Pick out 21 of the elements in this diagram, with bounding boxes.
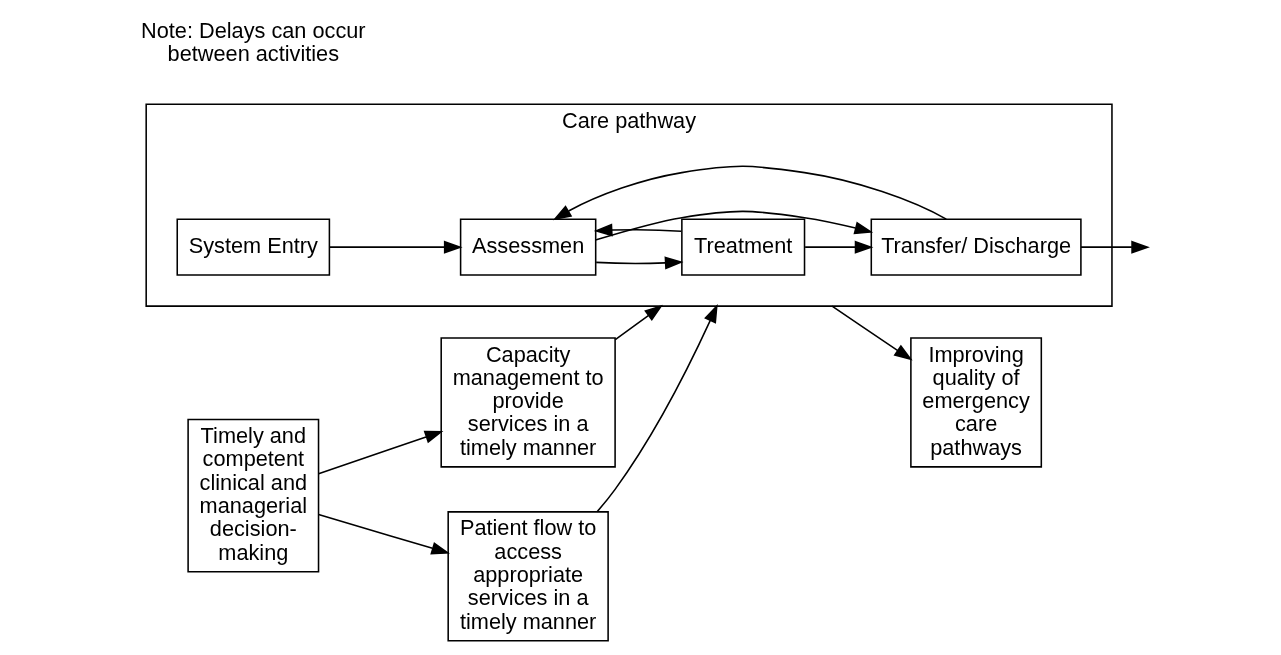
arrow bbox=[614, 304, 663, 341]
arrow bbox=[552, 165, 948, 221]
arrow bbox=[317, 513, 450, 555]
label: Note: Delays can occur between activities bbox=[141, 17, 366, 67]
arrow bbox=[1080, 240, 1150, 254]
node-box: Patient flow to access appropriate services in a timely manner bbox=[447, 511, 609, 642]
arrow bbox=[596, 304, 718, 513]
arrow bbox=[804, 240, 874, 254]
node-box: Assessmen bbox=[459, 218, 597, 276]
arrow bbox=[317, 430, 444, 475]
arrow bbox=[329, 240, 463, 254]
node-box: Treatment bbox=[681, 218, 806, 276]
arrow bbox=[595, 210, 874, 241]
arrow bbox=[595, 256, 684, 270]
node-box: Capacity management to provide services in a timely manner bbox=[440, 337, 616, 468]
arrow bbox=[831, 305, 913, 361]
node-box: Improving quality of emergency care pathways bbox=[910, 337, 1043, 468]
node-box: Transfer/ Discharge bbox=[870, 218, 1082, 276]
node-box: Timely and competent clinical and managerial decision-making bbox=[187, 418, 320, 573]
node-box: System Entry bbox=[176, 218, 331, 276]
arrow bbox=[593, 223, 682, 237]
